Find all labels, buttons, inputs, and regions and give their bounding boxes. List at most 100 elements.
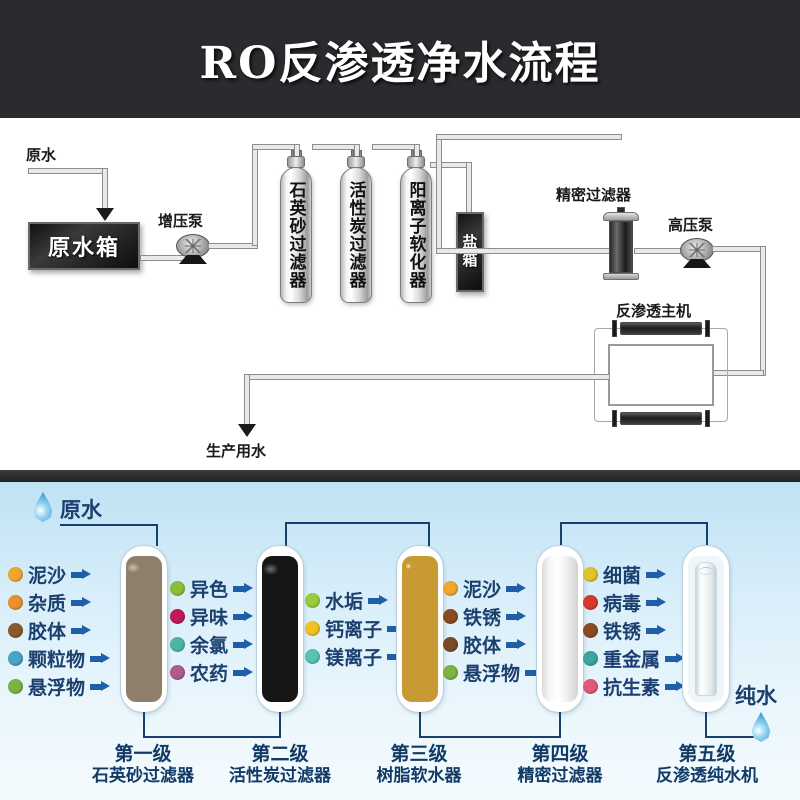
- contaminant-label: 余氯: [190, 634, 229, 657]
- booster-pump-label: 增压泵: [158, 212, 204, 230]
- contaminant-icon: [8, 678, 23, 694]
- raw-water-tank-label: 原水箱: [47, 236, 120, 261]
- removes-list-stage-2: 异色 异味 余氯 农药: [170, 574, 254, 686]
- header-banner: RO反渗透净水流程: [0, 0, 800, 118]
- list-item: 钙离子: [305, 614, 408, 642]
- stage-name-1: 石英砂过滤器: [92, 765, 194, 786]
- tank-activated-carbon[interactable]: 活性炭过滤器: [340, 167, 372, 303]
- media-pp-cotton: [542, 556, 578, 702]
- filter-column-stage-2[interactable]: [257, 546, 303, 712]
- contaminant-icon: [305, 620, 320, 636]
- arrow-icon: [368, 594, 389, 606]
- arrow-icon: [90, 680, 111, 692]
- ro-vessel-cap-top-right: [705, 320, 710, 337]
- pipe-salt-down: [466, 162, 472, 214]
- list-item: 颗粒物: [8, 644, 111, 672]
- contaminant-icon: [305, 592, 320, 608]
- filter-column-stage-5[interactable]: [683, 546, 729, 712]
- list-item: 杂质: [8, 588, 110, 616]
- tank-cation-softener-label: 阳离子软化器: [405, 181, 426, 289]
- contaminant-label: 镁离子: [325, 646, 383, 669]
- contaminant-icon: [583, 678, 598, 694]
- list-item: 悬浮物: [8, 672, 111, 700]
- stage-stem-4: [559, 712, 561, 738]
- stage-caption-3: 第三级 树脂软水器: [350, 743, 488, 786]
- stage-outlet-label: 纯水: [735, 684, 777, 708]
- stage-bracket-12: [143, 736, 281, 738]
- precision-filter-cap: [603, 212, 639, 221]
- tank-quartz-sand-label: 石英砂过滤器: [285, 181, 306, 289]
- tank-quartz-sand[interactable]: 石英砂过滤器: [280, 167, 312, 303]
- pipe-pump-out: [208, 243, 258, 249]
- pipe-permeate-v: [244, 374, 250, 428]
- five-stage-panel: 原水 泥沙 杂质 胶体: [0, 482, 800, 800]
- media-resin: [402, 556, 438, 702]
- contaminant-label: 病毒: [603, 592, 642, 615]
- precision-filter-base: [603, 273, 639, 280]
- high-pressure-pump[interactable]: [680, 238, 714, 268]
- outlet-bracket-h: [705, 736, 761, 738]
- contaminant-icon: [443, 580, 458, 596]
- bracket3-v: [560, 522, 562, 546]
- pipe-rawwater-v: [102, 168, 108, 212]
- outlet-stem: [705, 712, 707, 738]
- stage-name-3: 树脂软水器: [376, 765, 462, 786]
- stage-level-3: 第三级: [390, 743, 448, 765]
- stage-caption-1: 第一级 石英砂过滤器: [74, 743, 212, 786]
- bracket2-v2: [428, 522, 430, 546]
- arrow-icon: [665, 652, 686, 664]
- contaminant-icon: [8, 650, 23, 666]
- list-item: 泥沙: [443, 574, 545, 602]
- stage-name-2: 活性炭过滤器: [229, 765, 331, 786]
- hp-pump-impeller-icon: [689, 243, 705, 257]
- list-item: 重金属: [583, 644, 686, 672]
- arrow-icon: [646, 568, 667, 580]
- filter-column-stage-1[interactable]: [121, 546, 167, 712]
- ro-vessel-cap-top-left: [612, 320, 617, 337]
- contaminant-icon: [8, 566, 23, 582]
- stage-stem-2: [279, 712, 281, 738]
- arrow-icon: [506, 638, 527, 650]
- media-activated-carbon: [262, 556, 298, 702]
- contaminant-label: 钙离子: [325, 618, 383, 641]
- arrow-icon: [233, 666, 254, 678]
- contaminant-icon: [443, 608, 458, 624]
- contaminant-label: 铁锈: [603, 620, 642, 643]
- contaminant-label: 胶体: [28, 620, 67, 643]
- precision-filter[interactable]: [603, 207, 639, 282]
- contaminant-icon: [170, 636, 185, 652]
- pump-base: [179, 255, 207, 264]
- bracket2-h: [285, 522, 430, 524]
- contaminant-icon: [583, 594, 598, 610]
- tank-cation-softener[interactable]: 阳离子软化器: [400, 167, 432, 303]
- stage-stem-1: [143, 712, 145, 738]
- list-item: 泥沙: [8, 560, 110, 588]
- stage-caption-4: 第四级 精密过滤器: [491, 743, 629, 786]
- list-item: 铁锈: [583, 616, 685, 644]
- ro-vessel-cap-bottom-right: [705, 410, 710, 427]
- filter-column-stage-3[interactable]: [397, 546, 443, 712]
- contaminant-label: 细菌: [603, 564, 642, 587]
- stage-caption-2: 第二级 活性炭过滤器: [211, 743, 349, 786]
- contaminant-label: 悬浮物: [28, 676, 86, 699]
- contaminant-icon: [170, 608, 185, 624]
- arrow-icon: [90, 652, 111, 664]
- pipe-riser-1: [252, 144, 258, 246]
- arrow-icon: [233, 582, 254, 594]
- arrow-icon: [646, 596, 667, 608]
- schematic-raw-water-label: 原水: [26, 146, 57, 164]
- contaminant-label: 胶体: [463, 634, 502, 657]
- bracket3-v2: [706, 522, 708, 546]
- precision-filter-body: [609, 221, 633, 273]
- list-item: 镁离子: [305, 642, 408, 670]
- contaminant-label: 抗生素: [603, 676, 661, 699]
- pipe-permeate-h: [244, 374, 610, 380]
- pipe-rawwater-h: [28, 168, 108, 174]
- contaminant-label: 重金属: [603, 648, 661, 671]
- list-item: 胶体: [443, 630, 545, 658]
- media-quartz-sand: [126, 556, 162, 702]
- pipe-riser-pf: [436, 134, 442, 254]
- filter-column-stage-4[interactable]: [537, 546, 583, 712]
- ro-main-unit[interactable]: [608, 344, 714, 406]
